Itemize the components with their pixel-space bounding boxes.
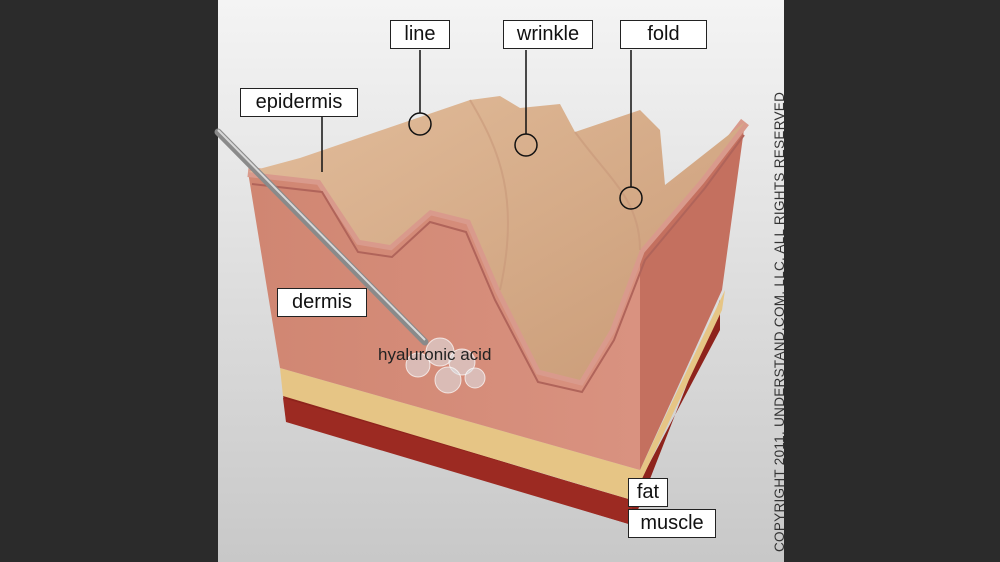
label-line: line: [390, 20, 450, 49]
label-muscle: muscle: [628, 509, 716, 538]
label-fat: fat: [628, 478, 668, 507]
needle: [214, 128, 429, 346]
muscle-front: [283, 398, 632, 525]
wrinkle-marker: [514, 133, 538, 157]
label-dermis: dermis: [277, 288, 367, 317]
dermal-junction: [251, 134, 745, 394]
label-epidermis: epidermis: [240, 88, 358, 117]
label-hyaluronic-acid: hyaluronic acid: [378, 345, 492, 364]
copyright-notice: COPYRIGHT 2011, UNDERSTAND.COM, LLC. ALL…: [772, 91, 787, 552]
fat-layer: [280, 290, 725, 500]
label-fold: fold: [620, 20, 707, 49]
label-wrinkle: wrinkle: [503, 20, 593, 49]
dermis-side: [640, 122, 745, 470]
fold-marker: [619, 186, 643, 210]
skin-surface: [248, 96, 745, 380]
line-marker: [408, 112, 432, 136]
hyaluronic-acid-gel: [405, 337, 486, 394]
dermis-layer: [248, 172, 640, 470]
